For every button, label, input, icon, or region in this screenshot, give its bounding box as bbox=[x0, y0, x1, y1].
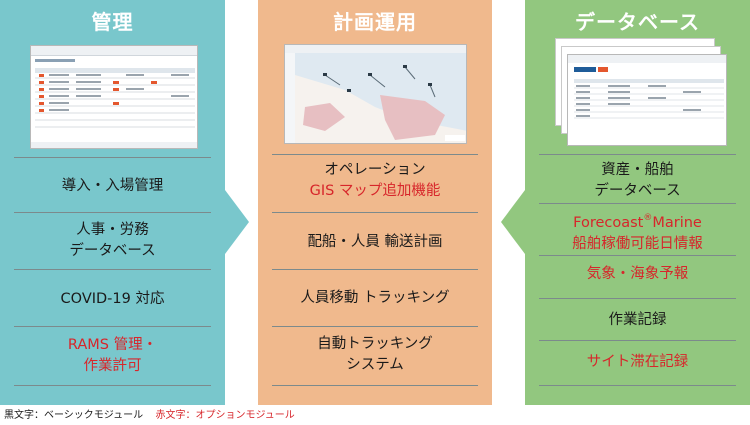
legend-basic: 黒文字：ベーシックモジュール bbox=[4, 410, 144, 421]
divider bbox=[14, 385, 211, 386]
divider bbox=[14, 326, 211, 327]
item-work-log: 作業記録 bbox=[608, 312, 667, 328]
item-weather-forecast: 気象・海象予報 bbox=[586, 266, 689, 282]
item-hr-database: 人事・労務 データベース bbox=[0, 220, 225, 262]
divider bbox=[539, 298, 736, 299]
marine-label: Marine bbox=[652, 215, 702, 231]
divider bbox=[272, 212, 478, 213]
divider bbox=[272, 154, 478, 155]
divider bbox=[272, 269, 478, 270]
divider bbox=[539, 255, 736, 256]
item-asset-vessel-database-text: 資産・船舶 データベース bbox=[594, 162, 681, 199]
management-table-graphic bbox=[31, 59, 197, 148]
management-panel: 管理 bbox=[0, 0, 225, 405]
item-rams-permit: RAMS 管理・ 作業許可 bbox=[0, 335, 225, 377]
gis-map-screenshot bbox=[284, 44, 467, 144]
item-vessel-workability: 船舶稼働可能日情報 bbox=[572, 236, 703, 252]
operations-title: 計画運用 bbox=[333, 10, 417, 34]
management-title: 管理 bbox=[91, 10, 134, 34]
database-screenshot-front bbox=[567, 54, 727, 146]
legend-option: 赤文字：オプションモジュール bbox=[155, 410, 295, 421]
item-gis-map-addon: GIS マップ追加機能 bbox=[309, 183, 441, 199]
item-forecoast-marine: Forecoast®Marine 船舶稼働可能日情報 bbox=[525, 208, 750, 255]
registered-mark: ® bbox=[643, 213, 653, 223]
divider bbox=[539, 385, 736, 386]
arrow-right bbox=[225, 190, 249, 254]
legend: 黒文字：ベーシックモジュール 赤文字：オプションモジュール bbox=[4, 409, 295, 422]
item-induction-entry: 導入・入場管理 bbox=[61, 178, 164, 194]
database-table-graphic bbox=[568, 55, 726, 119]
item-auto-tracking: 自動トラッキング システム bbox=[258, 334, 492, 376]
item-rams-permit-text: RAMS 管理・ 作業許可 bbox=[67, 337, 158, 374]
divider bbox=[14, 157, 211, 158]
divider bbox=[272, 326, 478, 327]
item-personnel-tracking: 人員移動 トラッキング bbox=[300, 290, 450, 306]
operations-panel: 計画運用 オペレーション GIS マップ追加機能 配船・人員 輸送計画 人員移動… bbox=[258, 0, 492, 405]
divider bbox=[539, 340, 736, 341]
gis-map-graphic bbox=[285, 45, 466, 143]
divider bbox=[14, 269, 211, 270]
item-operations-gis: オペレーション GIS マップ追加機能 bbox=[258, 160, 492, 202]
forecoast-label: Forecoast bbox=[573, 215, 644, 231]
item-site-stay-log: サイト滞在記録 bbox=[586, 354, 689, 370]
divider bbox=[539, 154, 736, 155]
item-vessel-personnel-transport: 配船・人員 輸送計画 bbox=[307, 234, 443, 250]
item-auto-tracking-text: 自動トラッキング システム bbox=[317, 336, 433, 373]
divider bbox=[272, 385, 478, 386]
item-hr-database-text: 人事・労務 データベース bbox=[69, 222, 156, 259]
database-panel: データベース 資産・船舶 データベース bbox=[525, 0, 750, 405]
item-covid19: COVID-19 対応 bbox=[60, 291, 165, 307]
item-asset-vessel-database: 資産・船舶 データベース bbox=[525, 160, 750, 202]
management-screenshot bbox=[30, 45, 198, 149]
item-operations-label: オペレーション bbox=[324, 162, 426, 178]
divider bbox=[14, 212, 211, 213]
arrow-left bbox=[501, 190, 525, 254]
divider bbox=[539, 203, 736, 204]
database-title: データベース bbox=[575, 10, 700, 34]
screenshot-toolbar bbox=[31, 46, 197, 56]
item-forecoast-marine-title: Forecoast®Marine bbox=[525, 208, 750, 234]
